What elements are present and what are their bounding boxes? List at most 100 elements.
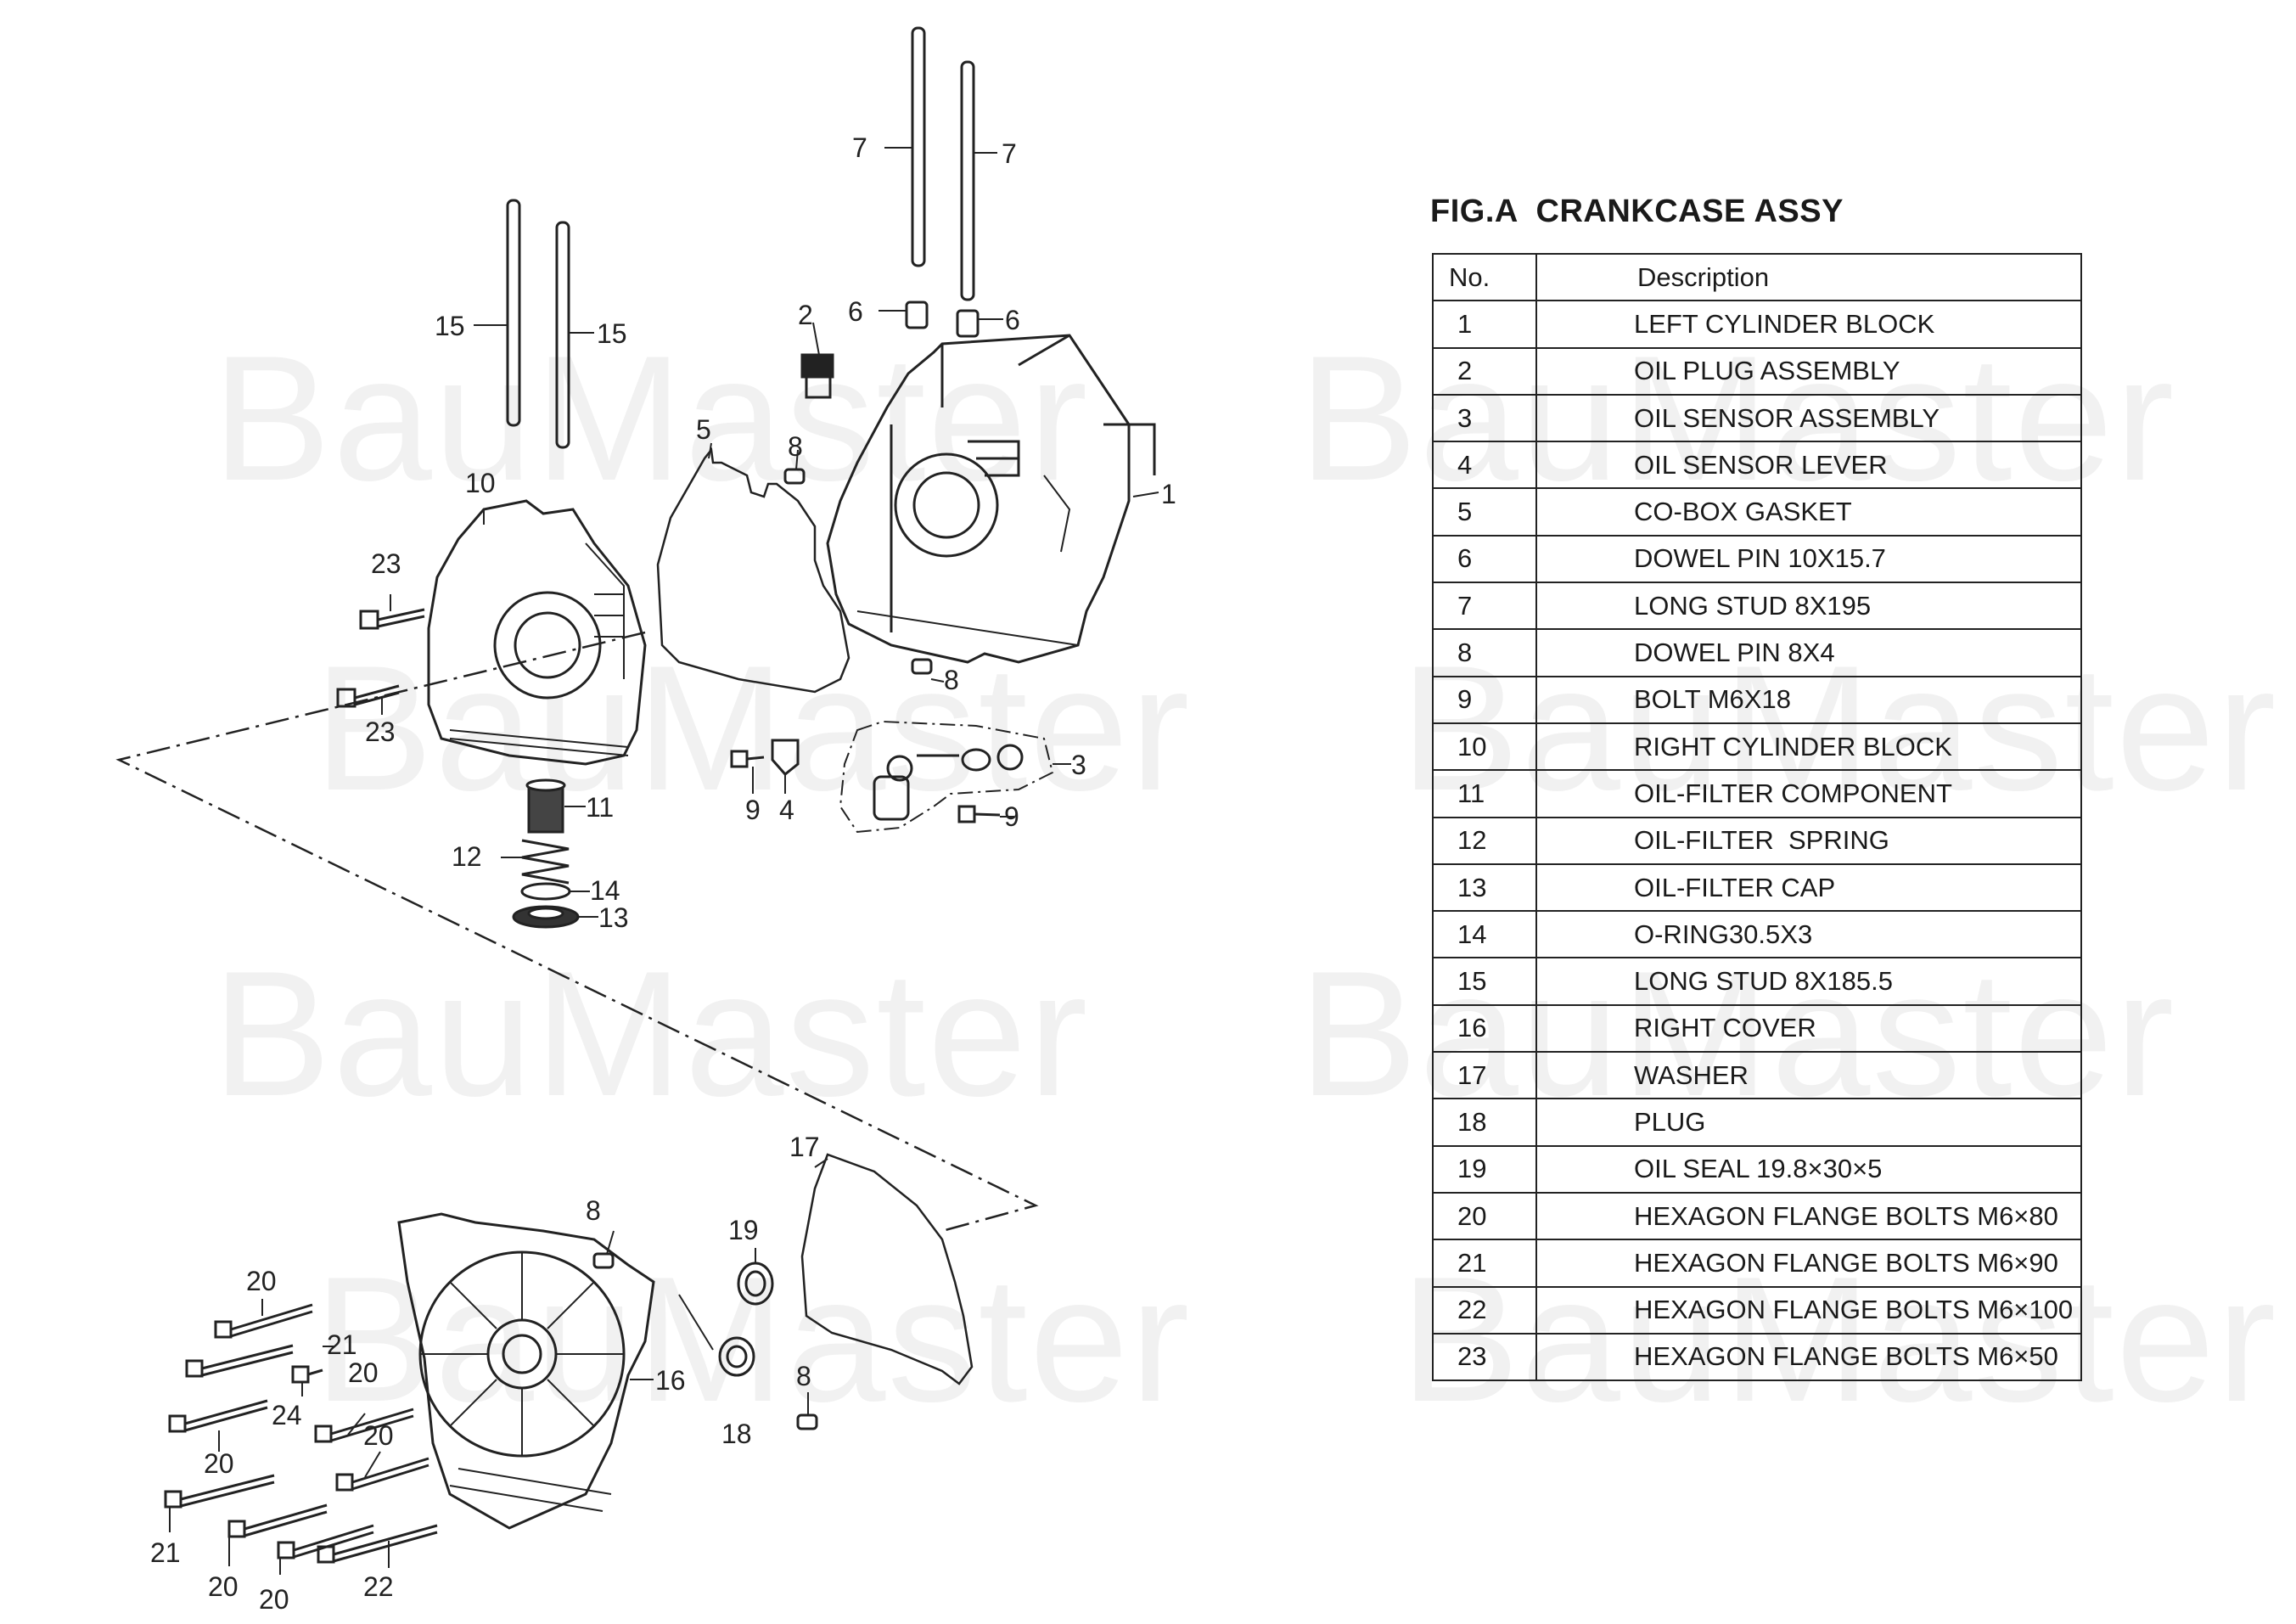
callout-24: 24 bbox=[272, 1400, 302, 1430]
watermark: BauMaster bbox=[212, 934, 1089, 1133]
callout-20: 20 bbox=[363, 1420, 394, 1451]
callout-17: 17 bbox=[789, 1132, 820, 1162]
watermark: BauMaster bbox=[314, 1239, 1191, 1439]
callout-16: 16 bbox=[655, 1365, 686, 1396]
right-cylinder-block-10 bbox=[427, 499, 647, 766]
washer-gasket-17 bbox=[800, 1153, 974, 1385]
left-cylinder-block-1 bbox=[826, 334, 1156, 664]
part-number-cell: 14 bbox=[1432, 910, 1537, 959]
callout-9: 9 bbox=[745, 795, 761, 825]
part-description-cell: WASHER bbox=[1535, 1051, 2082, 1100]
callout-3: 3 bbox=[1071, 750, 1086, 780]
column-header-no: No. bbox=[1432, 252, 1537, 302]
part-description-cell: LONG STUD 8X185.5 bbox=[1535, 957, 2082, 1006]
part-number-cell: 1 bbox=[1432, 300, 1537, 349]
callout-6: 6 bbox=[1005, 305, 1020, 335]
part-number-cell: 21 bbox=[1432, 1239, 1537, 1288]
oil-filter-cap-13 bbox=[512, 905, 580, 929]
long-stud-15 bbox=[506, 199, 521, 427]
oil-plug-2 bbox=[800, 353, 834, 399]
bolt-20 bbox=[314, 1408, 414, 1443]
bolt-24 bbox=[291, 1365, 323, 1384]
part-number-cell: 9 bbox=[1432, 675, 1537, 724]
part-number-cell: 13 bbox=[1432, 863, 1537, 913]
callout-15: 15 bbox=[435, 311, 465, 341]
bolt-20 bbox=[277, 1524, 374, 1559]
oil-filter-spring-12 bbox=[521, 839, 570, 885]
oil-filter-component-11 bbox=[525, 778, 566, 834]
callout-4: 4 bbox=[779, 795, 794, 825]
watermark: BauMaster bbox=[212, 318, 1089, 518]
part-number-cell: 20 bbox=[1432, 1191, 1537, 1241]
part-number-cell: 23 bbox=[1432, 1332, 1537, 1382]
bolt-20 bbox=[168, 1399, 268, 1433]
long-stud-7 bbox=[960, 60, 975, 301]
part-description-cell: DOWEL PIN 10X15.7 bbox=[1535, 534, 2082, 584]
leader-lines bbox=[169, 147, 1159, 1575]
leader-18 bbox=[678, 1294, 714, 1351]
co-box-gasket-5 bbox=[656, 447, 850, 694]
part-description-cell: RIGHT CYLINDER BLOCK bbox=[1535, 722, 2082, 772]
figure-title: FIG.A CRANKCASE ASSY bbox=[1430, 194, 1844, 229]
callout-8: 8 bbox=[944, 665, 959, 695]
bolt-21 bbox=[185, 1344, 294, 1378]
part-description-cell: OIL-FILTER COMPONENT bbox=[1535, 769, 2082, 818]
callout-20: 20 bbox=[348, 1357, 379, 1388]
part-description-cell: OIL SENSOR ASSEMBLY bbox=[1535, 393, 2082, 443]
callout-5: 5 bbox=[696, 414, 711, 445]
callout-labels: 7 7 6 6 2 15 15 5 8 1 10 23 23 8 3 9 4 9… bbox=[150, 132, 1176, 1615]
dowel-pin-8 bbox=[592, 1252, 615, 1269]
bolt-21 bbox=[164, 1474, 275, 1509]
part-description-cell: LEFT CYLINDER BLOCK bbox=[1535, 300, 2082, 349]
part-number-cell: 8 bbox=[1432, 628, 1537, 677]
part-description-cell: PLUG bbox=[1535, 1098, 2082, 1147]
part-description-cell: OIL-FILTER CAP bbox=[1535, 863, 2082, 913]
part-description-cell: OIL SEAL 19.8×30×5 bbox=[1535, 1144, 2082, 1194]
part-description-cell: HEXAGON FLANGE BOLTS M6×100 bbox=[1535, 1285, 2082, 1335]
callout-20: 20 bbox=[246, 1266, 277, 1296]
part-number-cell: 7 bbox=[1432, 582, 1537, 631]
right-cover-16 bbox=[397, 1212, 655, 1530]
bolt-22 bbox=[317, 1524, 438, 1564]
plug-18 bbox=[718, 1336, 755, 1377]
callout-8: 8 bbox=[788, 431, 803, 462]
dowel-pin-8 bbox=[911, 658, 933, 675]
callout-7: 7 bbox=[1002, 138, 1017, 169]
alignment-line bbox=[115, 631, 1039, 1233]
callout-20: 20 bbox=[204, 1448, 234, 1479]
part-number-cell: 19 bbox=[1432, 1144, 1537, 1194]
callout-20: 20 bbox=[208, 1571, 239, 1602]
part-number-cell: 15 bbox=[1432, 957, 1537, 1006]
callout-12: 12 bbox=[452, 841, 482, 872]
bolt-9 bbox=[730, 750, 765, 768]
part-description-cell: LONG STUD 8X195 bbox=[1535, 582, 2082, 631]
part-number-cell: 16 bbox=[1432, 1003, 1537, 1054]
part-description-cell: OIL-FILTER SPRING bbox=[1535, 816, 2082, 865]
callout-14: 14 bbox=[590, 875, 620, 906]
part-description-cell: HEXAGON FLANGE BOLTS M6×50 bbox=[1535, 1332, 2082, 1382]
part-number-cell: 18 bbox=[1432, 1098, 1537, 1147]
part-number-cell: 5 bbox=[1432, 487, 1537, 537]
part-number-cell: 22 bbox=[1432, 1285, 1537, 1335]
part-number-cell: 4 bbox=[1432, 441, 1537, 490]
part-number-cell: 6 bbox=[1432, 534, 1537, 584]
part-number-cell: 12 bbox=[1432, 816, 1537, 865]
callout-21: 21 bbox=[327, 1329, 357, 1360]
part-description-cell: CO-BOX GASKET bbox=[1535, 487, 2082, 537]
callout-6: 6 bbox=[848, 296, 863, 327]
